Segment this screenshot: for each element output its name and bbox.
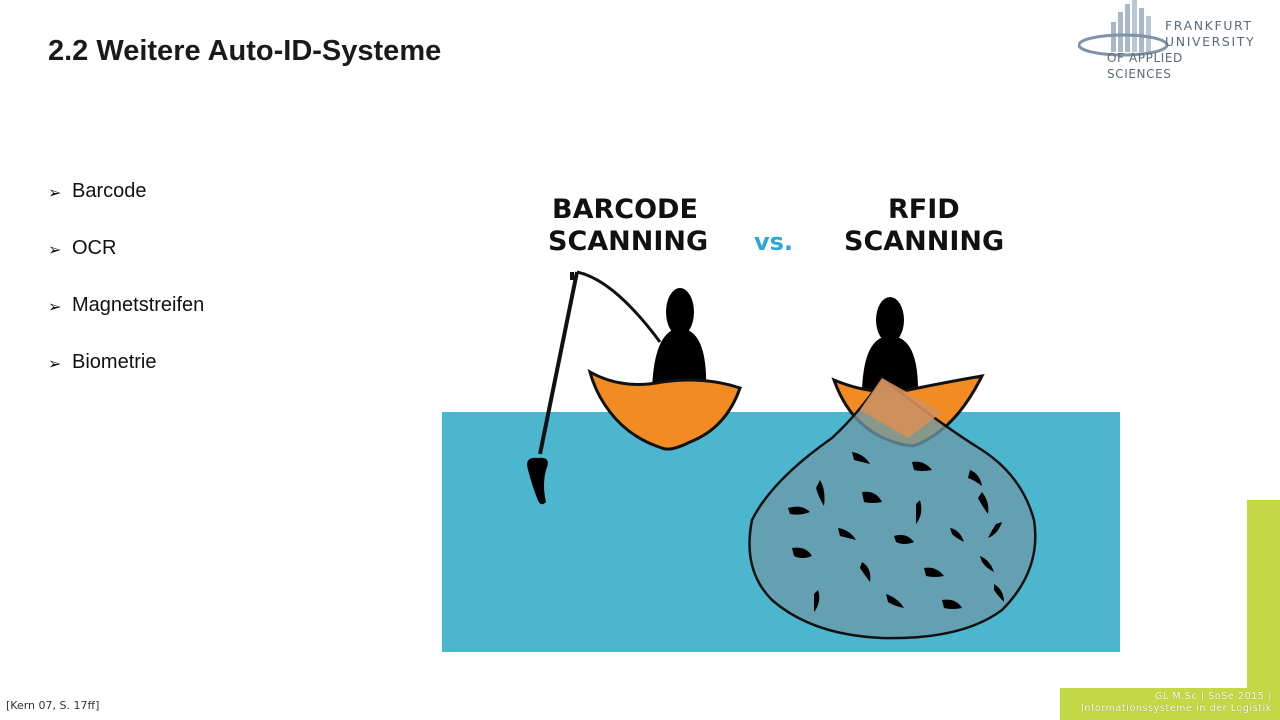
bullet-item: ➢ Magnetstreifen: [48, 294, 204, 351]
bullet-label: Magnetstreifen: [72, 294, 205, 316]
arrow-bullet-icon: ➢: [48, 299, 62, 316]
slide-title: 2.2 Weitere Auto-ID-Systeme: [48, 35, 442, 67]
right-heading-1: RFID: [888, 194, 960, 225]
logo-line-3: OF APPLIED SCIENCES: [1107, 51, 1183, 81]
caught-fish-icon: [527, 457, 548, 505]
left-heading-1: BARCODE: [552, 194, 698, 225]
rfid-net: [748, 376, 1037, 640]
bullet-item: ➢ Barcode: [48, 180, 204, 237]
left-heading-2: SCANNING: [548, 226, 708, 257]
bullet-label: Barcode: [72, 180, 147, 202]
right-heading-2: SCANNING: [844, 226, 1004, 257]
logo-line-1: FRANKFURT: [1165, 18, 1253, 33]
logo-line-2: UNIVERSITY: [1165, 34, 1256, 49]
left-boat: [587, 368, 742, 451]
fishing-line-top: [576, 270, 662, 343]
bullet-list: ➢ Barcode ➢ OCR ➢ Magnetstreifen ➢ Biometrie: [48, 180, 204, 408]
rfid-person: [862, 297, 918, 390]
bullet-label: OCR: [72, 237, 117, 259]
bullet-item: ➢ OCR: [48, 237, 204, 294]
barcode-vs-rfid-illustration: BARCODE SCANNING RFID SCANNING vs.: [442, 194, 1120, 652]
fisher-person: [652, 288, 707, 390]
fish-group: [788, 452, 1004, 612]
footer-line-1: GL M.Sc | SoSe 2015 |: [1154, 691, 1272, 702]
arrow-bullet-icon: ➢: [48, 356, 62, 373]
net-overlap: [860, 378, 942, 438]
arrow-bullet-icon: ➢: [48, 185, 62, 202]
logo-text: FRANKFURT UNIVERSITY OF APPLIED SCIENCES: [1107, 18, 1256, 82]
fishing-rod: [538, 271, 579, 455]
footer-line-2: Informationssysteme in der Logistik: [1080, 703, 1272, 714]
bullet-label: Biometrie: [72, 351, 157, 373]
arrow-bullet-icon: ➢: [48, 242, 62, 259]
university-logo: [1078, 0, 1169, 57]
vs-label: vs.: [754, 228, 793, 256]
bullet-item: ➢ Biometrie: [48, 351, 204, 408]
accent-bar-vertical: [1247, 500, 1280, 720]
accent-bar-footer: [1060, 688, 1280, 720]
footer-text: GL M.Sc | SoSe 2015 | Informationssystem…: [1081, 691, 1272, 715]
citation: [Kern 07, S. 17ff]: [6, 699, 100, 712]
